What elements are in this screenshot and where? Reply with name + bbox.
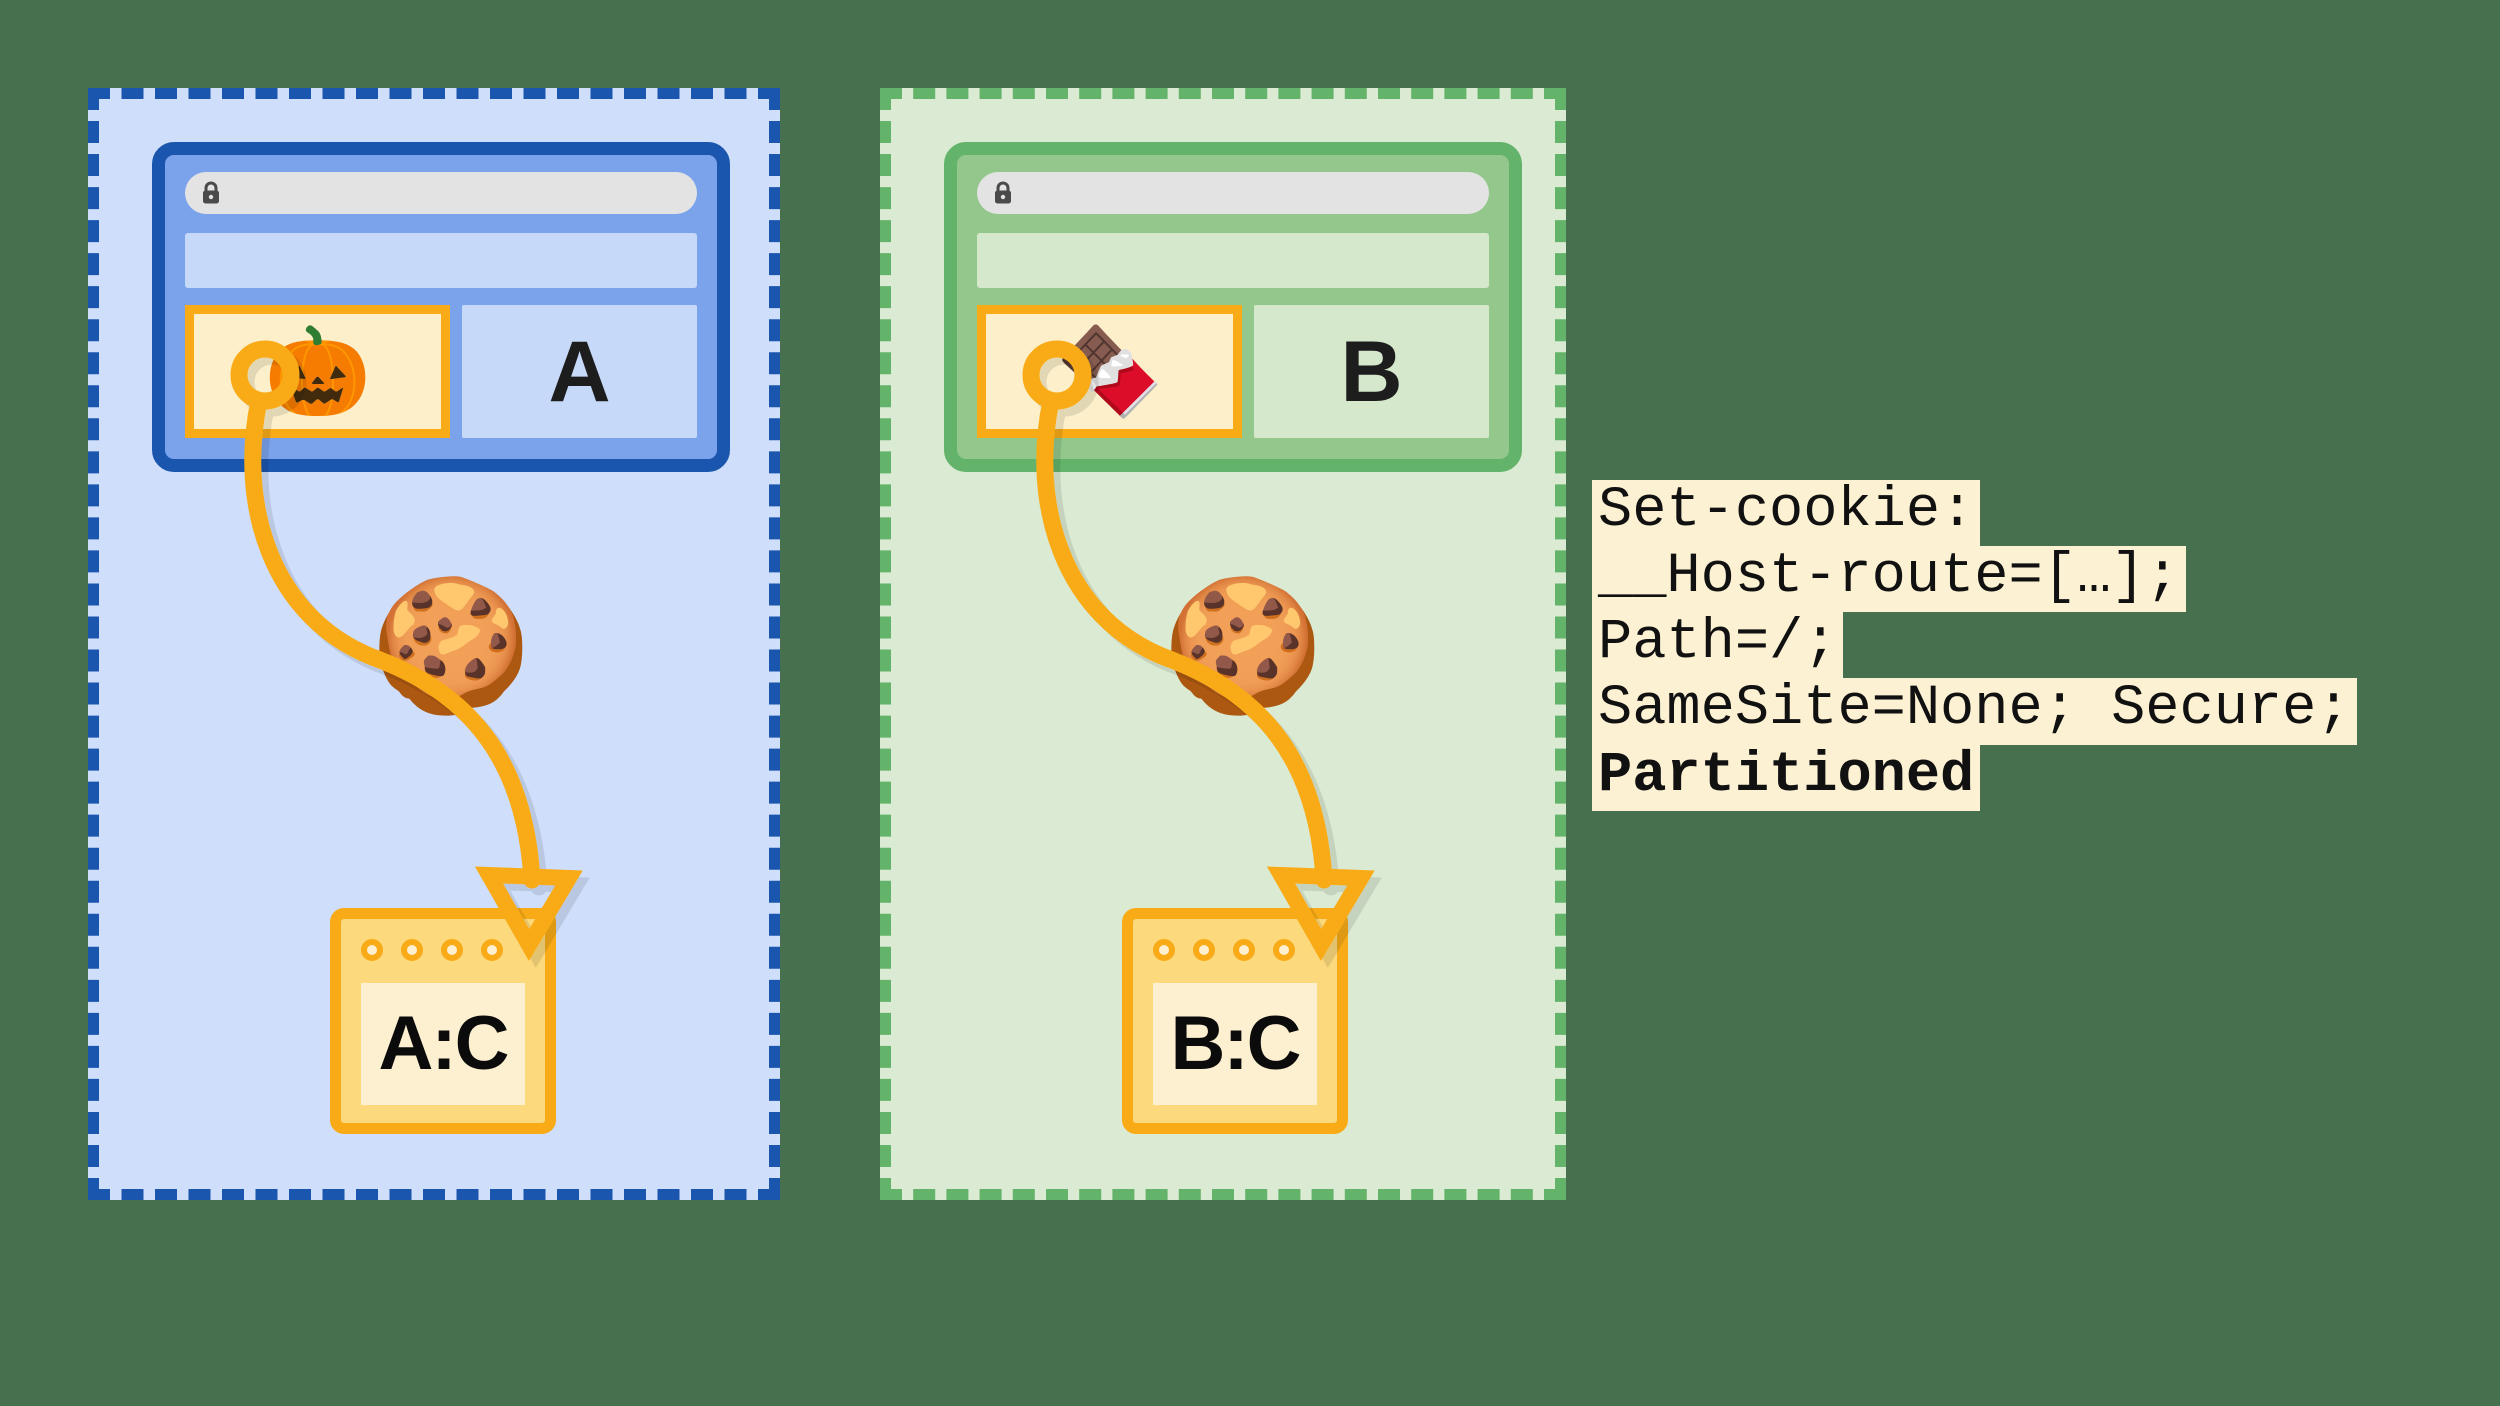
code-line-0: Set-cookie: [1592, 480, 1981, 547]
site-letter-b: B [1340, 323, 1403, 420]
partition-b-dashed-border [880, 88, 1566, 1200]
code-line-1: __Host-route=[…]; [1592, 546, 2186, 613]
card-dot [1193, 939, 1215, 961]
chocolate-bar-emoji: 🍫 [1055, 323, 1164, 420]
browser-window-a[interactable]: 🎃 A [152, 142, 730, 472]
site-letter-box-a: A [462, 305, 697, 438]
partition-key-label-b: B:C [1170, 1001, 1301, 1086]
card-dot [361, 939, 383, 961]
content-row-a: 🎃 A [185, 305, 697, 438]
site-letter-a: A [548, 323, 611, 420]
embedded-frame-a[interactable]: 🎃 [185, 305, 450, 438]
cookie-icon-a: 🍪 [370, 572, 532, 718]
content-strip-b [977, 233, 1489, 288]
url-bar-a[interactable] [185, 172, 697, 214]
card-screen-b: B:C [1153, 983, 1317, 1105]
cookie-jar-card-b: B:C [1122, 908, 1348, 1134]
card-screen-a: A:C [361, 983, 525, 1105]
code-line-4: Partitioned [1592, 744, 1981, 811]
browser-window-b[interactable]: 🍫 B [944, 142, 1522, 472]
card-dot [441, 939, 463, 961]
code-line-3: SameSite=None; Secure; [1592, 678, 2357, 745]
padlock-icon [200, 181, 222, 205]
embedded-frame-b[interactable]: 🍫 [977, 305, 1242, 438]
site-letter-box-b: B [1254, 305, 1489, 438]
content-row-b: 🍫 B [977, 305, 1489, 438]
partition-a-dashed-border [88, 88, 780, 1200]
card-dot [481, 939, 503, 961]
card-dot [1273, 939, 1295, 961]
padlock-icon [992, 181, 1014, 205]
code-line-2: Path=/; [1592, 612, 1844, 679]
url-bar-b[interactable] [977, 172, 1489, 214]
card-dots-a [361, 939, 503, 961]
partition-key-label-a: A:C [378, 1001, 509, 1086]
jack-o-lantern-emoji: 🎃 [263, 323, 372, 420]
cookie-jar-card-a: A:C [330, 908, 556, 1134]
set-cookie-header-code: Set-cookie:__Host-route=[…];Path=/;SameS… [1592, 480, 2357, 811]
card-dots-b [1153, 939, 1295, 961]
content-strip-a [185, 233, 697, 288]
card-dot [1153, 939, 1175, 961]
card-dot [401, 939, 423, 961]
card-dot [1233, 939, 1255, 961]
cookie-icon-b: 🍪 [1162, 572, 1324, 718]
